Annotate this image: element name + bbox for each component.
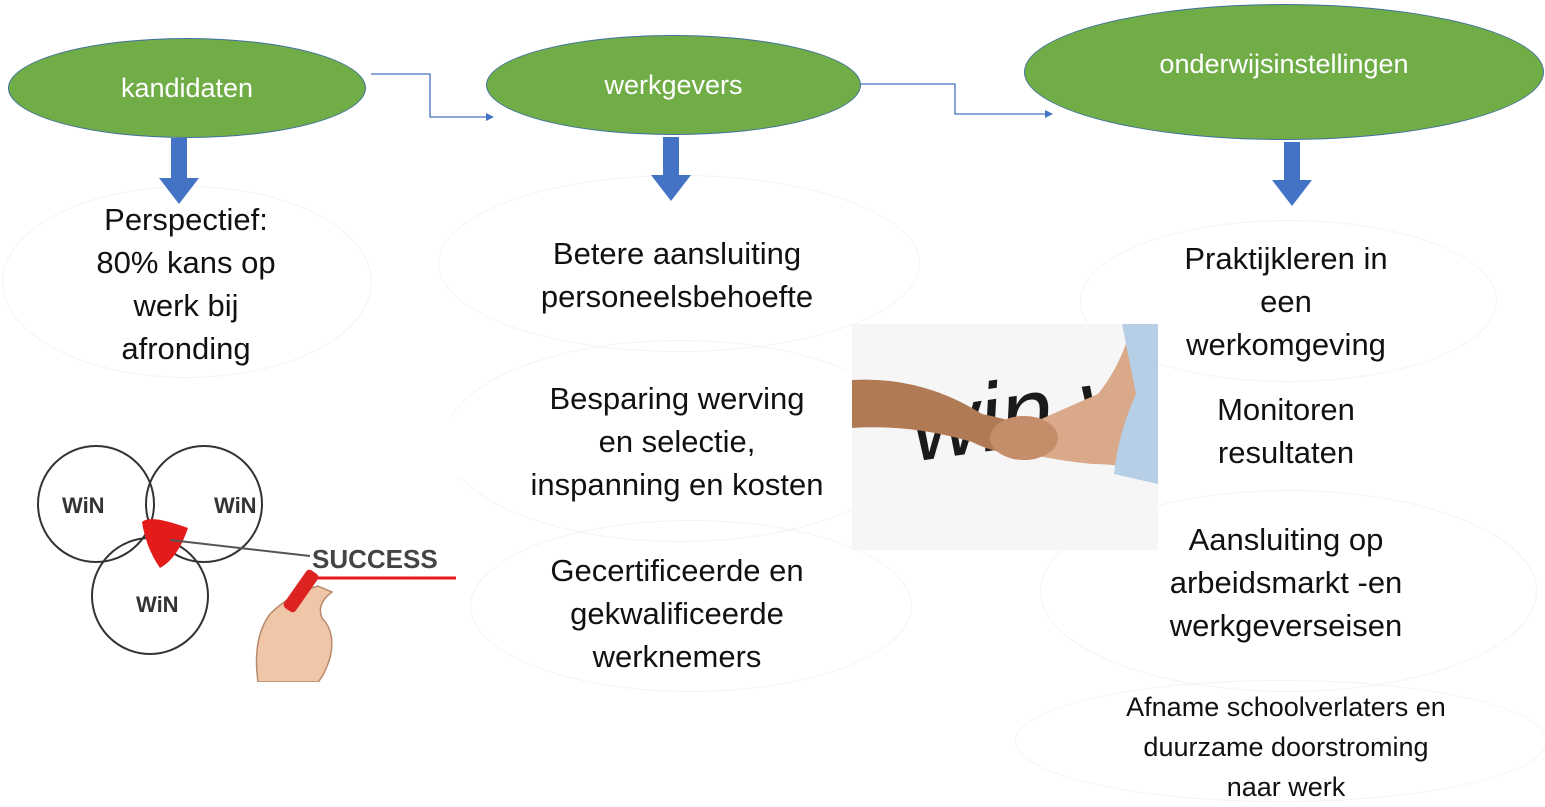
benefit-onderwijs: Aansluiting op arbeidsmarkt -en werkgeve… [1169, 522, 1403, 643]
handshake-grip [990, 416, 1058, 460]
arrow-down-icon [1272, 142, 1312, 206]
ghost-ellipse [1080, 220, 1497, 382]
win-win-success-image: WiN WiN WiN SUCCESS [0, 418, 460, 682]
venn-label: WiN [214, 493, 257, 518]
benefit-werkgevers: Gecertificeerde en gekwalificeerde werkn… [550, 553, 804, 674]
connector-kandidaten-werkgevers [371, 73, 486, 118]
node-kandidaten: kandidaten [8, 38, 366, 138]
venn-center-highlight [142, 519, 188, 568]
benefit-onderwijs: Afname schoolverlaters en duurzame doors… [1126, 692, 1446, 802]
venn-label: WiN [136, 592, 179, 617]
venn-label: WiN [62, 493, 105, 518]
connector-werkgevers-onderwijs [861, 83, 1045, 115]
benefit-onderwijs: Praktijkleren in een werkomgeving [1184, 241, 1388, 362]
node-onderwijsinstellingen: onderwijsinstellingen [1024, 4, 1544, 140]
node-label: onderwijsinstellingen [1159, 48, 1409, 79]
node-werkgevers: werkgevers [486, 35, 861, 135]
hand-icon [255, 585, 334, 682]
benefit-werkgevers: Besparing werving en selectie, inspannin… [530, 381, 824, 502]
benefit-onderwijs: Monitoren resultaten [1217, 392, 1355, 470]
node-label: kandidaten [120, 72, 254, 103]
ghost-ellipse [470, 520, 912, 692]
arm-left [852, 379, 1030, 456]
shirt-sleeve [1114, 324, 1158, 484]
arrow-down-icon [651, 137, 691, 201]
benefit-kandidaten: Perspectief: 80% kans op werk bij afrond… [96, 202, 276, 366]
handshake-win-image: win win [852, 324, 1158, 550]
benefit-werkgevers: Betere aansluiting personeelsbehoefte [540, 236, 814, 314]
arrow-down-icon [159, 138, 199, 204]
node-label: werkgevers [604, 69, 743, 100]
success-word: SUCCESS [312, 544, 438, 574]
